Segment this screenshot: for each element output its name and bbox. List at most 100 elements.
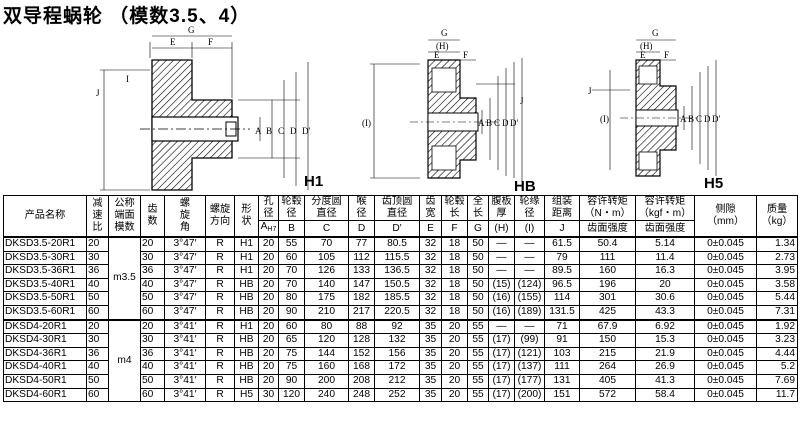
table-cell: 50 bbox=[467, 250, 489, 266]
table-cell: (16) bbox=[488, 291, 515, 306]
table-cell: 152 bbox=[348, 346, 375, 362]
table-cell: 131.5 bbox=[544, 304, 580, 321]
h5-dim-i: (I) bbox=[600, 114, 609, 124]
table-cell: 0±0.045 bbox=[694, 235, 757, 252]
table-cell: HB bbox=[234, 277, 259, 293]
table-cell: 18 bbox=[441, 291, 468, 306]
table-cell: 60 bbox=[278, 250, 305, 266]
table-cell: 208 bbox=[348, 373, 375, 389]
table-cell: 3°41′ bbox=[164, 333, 206, 348]
col-total-len: 全长 bbox=[467, 195, 489, 221]
table-cell: 210 bbox=[304, 304, 349, 321]
col-letter-g: G bbox=[467, 220, 489, 238]
table-cell: 11.4 bbox=[635, 250, 695, 266]
table-cell: (17) bbox=[488, 333, 515, 348]
table-cell: 217 bbox=[348, 304, 375, 321]
table-cell: — bbox=[514, 235, 545, 252]
table-cell: 50 bbox=[86, 373, 109, 389]
hb-dim-g: G bbox=[441, 28, 448, 38]
table-cell: 26.9 bbox=[635, 360, 695, 375]
table-cell: R bbox=[205, 277, 235, 293]
hb-dim-a: A bbox=[478, 118, 485, 128]
table-cell: 3°47′ bbox=[164, 277, 206, 293]
table-cell: 50.4 bbox=[579, 235, 636, 252]
table-cell: 20 bbox=[258, 360, 279, 375]
col-strength-nm: 齿面强度 bbox=[579, 220, 636, 238]
table-cell: 60 bbox=[86, 304, 109, 321]
table-cell: 3.23 bbox=[756, 333, 798, 348]
table-cell: 3°47′ bbox=[164, 264, 206, 279]
table-cell: 36 bbox=[140, 346, 165, 362]
table-cell: 5.14 bbox=[635, 235, 695, 252]
table-cell: 0±0.045 bbox=[694, 360, 757, 375]
col-web: 腹板厚 bbox=[488, 195, 515, 221]
table-cell: 91 bbox=[544, 333, 580, 348]
h5-drawing: G (H) E F J (I) A B C D D' H5 bbox=[588, 28, 723, 192]
table-cell: — bbox=[514, 250, 545, 266]
h1-dim-c: C bbox=[278, 126, 284, 136]
table-cell: 60 bbox=[278, 318, 305, 335]
table-cell: 96.5 bbox=[544, 277, 580, 293]
h1-dim-a: A bbox=[255, 126, 262, 136]
col-letter-e: E bbox=[419, 220, 442, 238]
col-rim: 轮缘径 bbox=[514, 195, 545, 221]
table-cell: HB bbox=[234, 360, 259, 375]
hb-dim-dp: D' bbox=[510, 118, 518, 128]
h5-dim-h: (H) bbox=[640, 41, 653, 51]
table-cell: 3°47′ bbox=[164, 291, 206, 306]
hb-dim-e: E bbox=[434, 50, 440, 60]
table-cell: 50 bbox=[140, 373, 165, 389]
table-cell: 30.6 bbox=[635, 291, 695, 306]
col-torque-kgf: 容许转矩（kgf・m） bbox=[635, 195, 695, 221]
table-cell: 20 bbox=[258, 277, 279, 293]
table-header: 产品名称 减速比 公称端面模数 齿数 螺旋角 螺旋方向 形状 孔径 轮毂径 分度… bbox=[3, 195, 798, 238]
table-cell: 32 bbox=[419, 277, 442, 293]
table-cell: 50 bbox=[467, 235, 489, 252]
table-cell: 32 bbox=[419, 250, 442, 266]
table-cell: — bbox=[488, 264, 515, 279]
table-cell: 30 bbox=[258, 387, 279, 403]
table-cell: 50 bbox=[467, 264, 489, 279]
table-cell: R bbox=[205, 360, 235, 375]
table-cell: 88 bbox=[348, 318, 375, 335]
table-cell: 1.92 bbox=[756, 318, 798, 335]
table-cell: 43.3 bbox=[635, 304, 695, 321]
table-cell: DKSD3.5-30R1 bbox=[3, 250, 87, 266]
table-cell: 160 bbox=[304, 360, 349, 375]
table-cell: 71 bbox=[544, 318, 580, 335]
table-cell: 18 bbox=[441, 264, 468, 279]
table-cell: DKSD3.5-20R1 bbox=[3, 235, 87, 252]
col-mass: 质量（kg） bbox=[756, 195, 798, 238]
table-cell: 156 bbox=[374, 346, 420, 362]
table-cell: 40 bbox=[140, 277, 165, 293]
table-cell: 70 bbox=[278, 277, 305, 293]
table-cell: 20 bbox=[441, 373, 468, 389]
table-cell: 58.4 bbox=[635, 387, 695, 403]
table-cell: 114 bbox=[544, 291, 580, 306]
table-cell: 0±0.045 bbox=[694, 304, 757, 321]
table-cell: 30 bbox=[86, 333, 109, 348]
h1-dim-j: J bbox=[96, 88, 100, 98]
col-throat: 喉径 bbox=[348, 195, 375, 221]
table-cell: 20 bbox=[258, 304, 279, 321]
table-cell: 75 bbox=[278, 360, 305, 375]
table-cell: 3°41′ bbox=[164, 318, 206, 335]
table-cell: 128 bbox=[348, 333, 375, 348]
table-cell: HB bbox=[234, 346, 259, 362]
table-cell: 40 bbox=[86, 360, 109, 375]
h5-dim-g: G bbox=[652, 28, 659, 38]
table-cell: 60 bbox=[140, 387, 165, 403]
h5-dim-f: F bbox=[664, 50, 669, 60]
h1-dim-g: G bbox=[188, 25, 195, 35]
table-cell: 32 bbox=[419, 264, 442, 279]
table-cell: 7.69 bbox=[756, 373, 798, 389]
table-cell: 1.34 bbox=[756, 235, 798, 252]
table-cell: 35 bbox=[419, 333, 442, 348]
table-cell: 147 bbox=[348, 277, 375, 293]
table-cell: DKSD4-36R1 bbox=[3, 346, 87, 362]
table-cell: 2.73 bbox=[756, 250, 798, 266]
